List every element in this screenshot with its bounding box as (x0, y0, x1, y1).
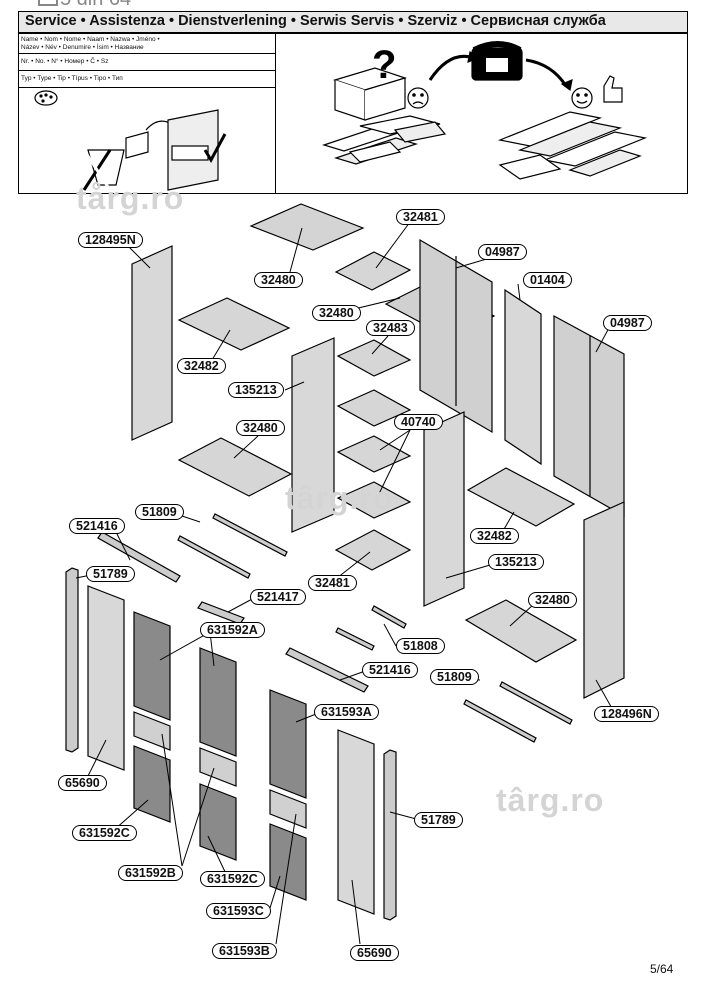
callout-128495N: 128495N (78, 232, 143, 248)
callout-32480-right: 32480 (528, 592, 577, 608)
status-bar (0, 0, 704, 6)
callout-51789-left: 51789 (86, 566, 135, 582)
callout-631593C: 631593C (206, 903, 271, 919)
number-row: Nr. • No. • N° • Номер • Č • Sz (19, 54, 275, 71)
callout-128496N: 128496N (594, 706, 659, 722)
callout-135213-right: 135213 (488, 554, 544, 570)
service-panel: Name • Nom • Nome • Naam • Nazwa • Jméno… (18, 33, 688, 194)
service-header: Service • Assistenza • Dienstverlening •… (18, 11, 688, 33)
callout-32480-middle: 32480 (312, 305, 361, 321)
callout-32482-right: 32482 (470, 528, 519, 544)
page-indicator: 5 din 64 (60, 0, 131, 11)
callout-631593B: 631593B (212, 943, 277, 959)
watermark-2: târg.ro (285, 480, 394, 516)
furniture-parts (65, 203, 625, 921)
no-disposal-illustration (82, 109, 227, 191)
callout-65690-left: 65690 (58, 775, 107, 791)
svg-text:?: ? (372, 43, 396, 87)
name-row: Name • Nom • Nome • Naam • Nazwa • Jméno… (19, 34, 275, 54)
service-title: Service • Assistenza • Dienstverlening •… (25, 13, 606, 29)
watermark-3: târg.ro (496, 782, 605, 818)
callout-32483: 32483 (366, 320, 415, 336)
callout-51789-right: 51789 (414, 812, 463, 828)
callout-631592C-right: 631592C (200, 871, 265, 887)
service-process-illustration: ? (322, 41, 648, 180)
callout-04987-left: 04987 (478, 244, 527, 260)
callout-51808: 51808 (396, 638, 445, 654)
callout-51809-top: 51809 (135, 504, 184, 520)
palette-icon (33, 90, 59, 111)
callout-32480-lower: 32480 (236, 420, 285, 436)
callout-01404: 01404 (523, 272, 572, 288)
type-row: Typ • Type • Tip • Típus • Tipo • Тип (19, 71, 275, 88)
callout-631592C-left: 631592C (72, 825, 137, 841)
callout-32481-top: 32481 (396, 209, 445, 225)
callout-32480-top: 32480 (254, 272, 303, 288)
callout-32481-bottom: 32481 (308, 575, 357, 591)
watermark-1: tårg.ro (76, 180, 185, 216)
callout-521416-bottom: 521416 (362, 662, 418, 678)
callout-521417: 521417 (250, 589, 306, 605)
callout-631593A: 631593A (314, 704, 379, 720)
callout-521416-top: 521416 (69, 518, 125, 534)
callout-631592B: 631592B (118, 865, 183, 881)
callout-32482-left: 32482 (177, 358, 226, 374)
service-form: Name • Nom • Nome • Naam • Nazwa • Jméno… (19, 34, 276, 193)
callout-135213-left: 135213 (228, 382, 284, 398)
callout-631592A: 631592A (200, 622, 265, 638)
callout-65690-right: 65690 (350, 945, 399, 961)
callout-04987-right: 04987 (603, 315, 652, 331)
callout-51809-bottom: 51809 (430, 669, 479, 685)
page-number: 5/64 (650, 962, 674, 976)
screen-icon (38, 0, 58, 6)
callout-40740: 40740 (394, 414, 443, 430)
